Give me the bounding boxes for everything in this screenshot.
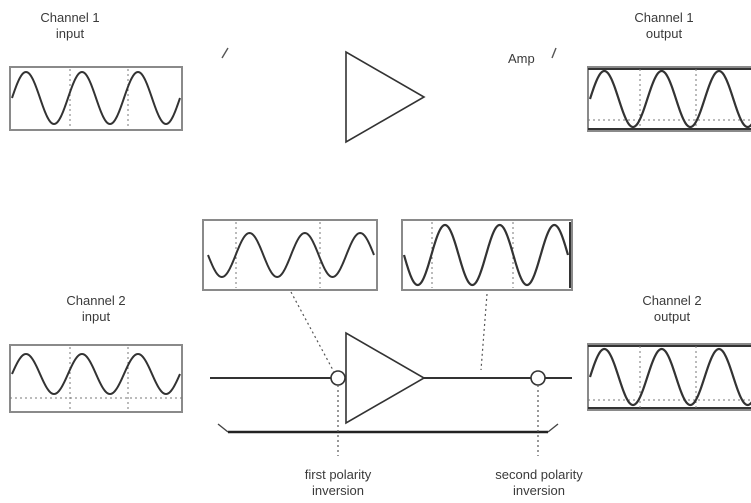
channel2-input-label-line1: Channel 2 [66, 293, 126, 308]
channel2-input-label: Channel 2 input [44, 293, 148, 325]
channel2-input-scope [9, 344, 183, 413]
amp-output-probe-scope [401, 219, 573, 291]
ground-bar [217, 423, 559, 434]
channel1-input-scope [9, 66, 183, 131]
probe-leader-lines [290, 291, 539, 456]
first-inversion-probe-waveform [207, 231, 375, 279]
channel2-output-label-line2: output [653, 309, 691, 324]
first-inversion-label-line2: inversion [311, 483, 365, 498]
channel2-amplifier-symbol [345, 331, 426, 425]
second-inversion-label-line2: inversion [512, 483, 566, 498]
channel1-amplifier-symbol [345, 50, 426, 144]
channel1-output-label-line2: output [645, 26, 683, 41]
channel2-input-label-line2: input [81, 309, 111, 324]
channel1-input-label-line2: input [55, 26, 85, 41]
amp-label: Amp [508, 51, 554, 67]
channel2-output-label-line1: Channel 2 [642, 293, 702, 308]
channel2-output-scope [587, 343, 751, 411]
second-inversion-point [530, 370, 546, 386]
channel1-input-label-line1: Channel 1 [40, 10, 100, 25]
amp-label-text: Amp [508, 51, 535, 66]
amp-output-probe-waveform [402, 223, 570, 287]
channel2-input-waveform [11, 352, 181, 396]
channel1-output-waveform [588, 69, 751, 129]
channel2-output-label: Channel 2 output [620, 293, 724, 325]
channel1-input-label: Channel 1 input [18, 10, 122, 42]
channel1-input-waveform [11, 70, 181, 126]
channel1-output-label-line1: Channel 1 [634, 10, 694, 25]
first-inversion-label: first polarity inversion [273, 467, 403, 499]
channel1-output-scope [587, 66, 751, 132]
channel1-output-label: Channel 1 output [612, 10, 716, 42]
first-inversion-point [330, 370, 346, 386]
second-inversion-label-line1: second polarity [495, 467, 583, 482]
pointer-tick [221, 47, 557, 59]
second-inversion-label: second polarity inversion [469, 467, 609, 499]
channel2-output-waveform [588, 347, 751, 407]
first-inversion-probe-scope [202, 219, 378, 291]
first-inversion-label-line1: first polarity [304, 467, 372, 482]
